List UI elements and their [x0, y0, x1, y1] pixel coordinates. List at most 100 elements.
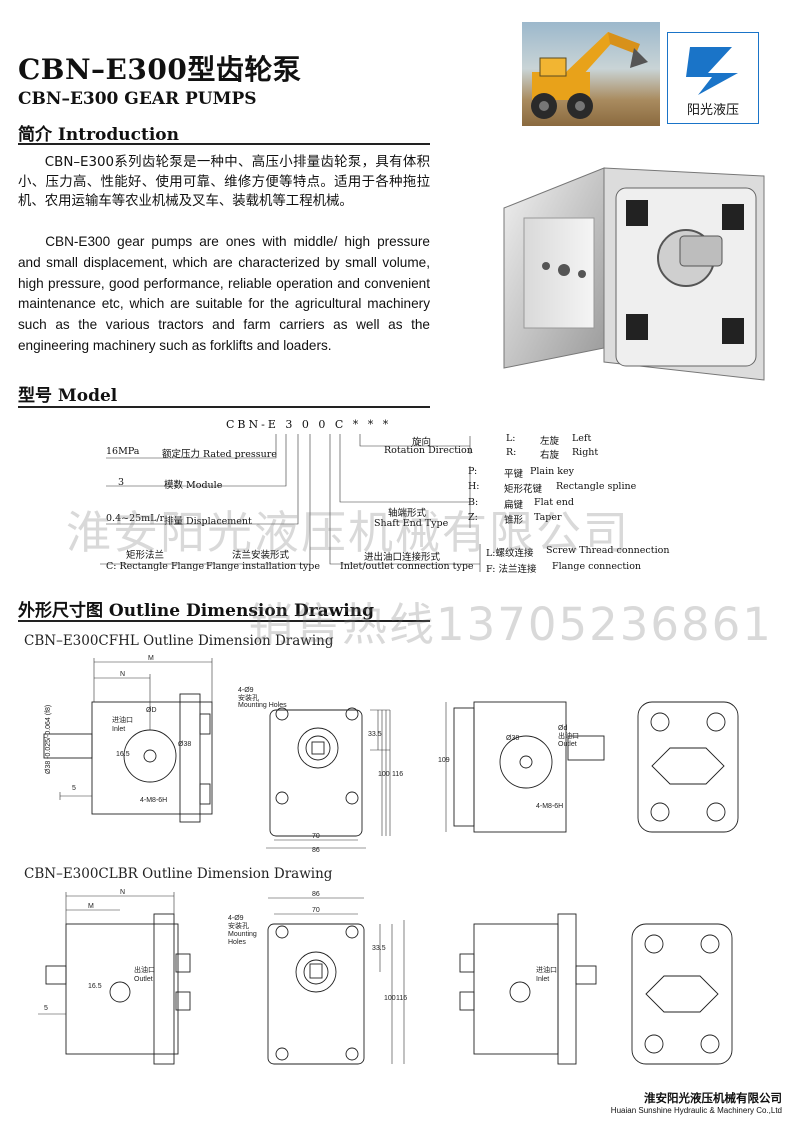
d2-d100: 100: [384, 995, 396, 1002]
port-f: F: 法兰连接: [486, 564, 537, 575]
d1-side-view: [43, 658, 213, 823]
d1-d116: 116: [392, 771, 403, 778]
rated-pressure-label: 额定压力 Rated pressure: [162, 449, 277, 460]
d1-dim165: 16.5: [116, 751, 130, 758]
d1-dim-D: ØD: [146, 707, 157, 714]
intro-rule: [18, 143, 430, 145]
drawing1-title: CBN–E300CFHL Outline Dimension Drawing: [24, 633, 334, 649]
d2-dim-M: M: [88, 903, 94, 910]
footer-company-en: Huaian Sunshine Hydraulic & Machinery Co…: [610, 1106, 782, 1115]
logo-text: 阳光液压: [686, 103, 739, 118]
d1-mount-en: Mounting Holes: [238, 702, 287, 709]
d1-dd: Ød: [558, 725, 567, 732]
d1-shaft-dim: Ø38 -0.025/-0.064 (f8): [45, 705, 52, 774]
d1-d86: 86: [312, 847, 320, 854]
d1-thread-b: 4-M8-6H: [536, 803, 563, 810]
d1-d335: 33.5: [368, 731, 382, 738]
rotation-label-cn: 旋向: [412, 437, 432, 448]
shaft-opt-cn: 平键: [504, 469, 524, 480]
model-code: CBN-E 3 0 0 C * * *: [226, 418, 392, 431]
d2-front-view: [267, 897, 405, 1065]
module-value: 3: [118, 477, 125, 488]
shaft-opt-code: Z:: [468, 512, 478, 523]
shaft-opt-cn: 矩形花键: [504, 484, 543, 495]
port-l: L:螺纹连接: [486, 548, 534, 559]
model-rule: [18, 406, 430, 408]
d1-mount-n: 4-Ø9: [238, 687, 254, 694]
d1-dim-M: M: [148, 655, 154, 662]
d1-d109: 109: [438, 757, 450, 764]
d1-inlet-cn: 进油口: [112, 715, 133, 724]
shaft-label-en: Shaft End Type: [374, 518, 449, 529]
module-label: 模数 Module: [164, 480, 223, 491]
d2-side-view: [38, 892, 191, 1065]
outline-rule: [18, 620, 430, 622]
model-heading: 型号 Model: [18, 386, 118, 406]
d1-dim-N: N: [120, 671, 125, 678]
page-title-en: CBN–E300 GEAR PUMPS: [18, 89, 257, 109]
d2-mount-cn: 安装孔: [228, 921, 249, 930]
d2-mount-n: 4-Ø9: [228, 915, 244, 922]
shaft-opt-code: H:: [468, 481, 480, 492]
shaft-label-cn: 轴端形式: [388, 508, 427, 519]
page-title-cn: CBN–E300型齿轮泵: [18, 53, 302, 86]
rotation-r-code: R:: [506, 447, 517, 458]
shaft-opt-cn: 锥形: [504, 515, 524, 526]
shaft-opt-en: Taper: [534, 512, 562, 523]
d1-rear-view: [637, 701, 739, 833]
flange-label-en: C: Rectangle Flange: [106, 561, 205, 572]
rated-pressure-value: 16MPa: [106, 446, 140, 457]
drawing2-title: CBN–E300CLBR Outline Dimension Drawing: [24, 866, 333, 882]
d2-side-view-2: [459, 913, 597, 1065]
d1-dim5: 5: [72, 785, 76, 792]
shaft-opt-en: Rectangle spline: [556, 481, 637, 492]
d1-outlet: Outlet: [558, 741, 577, 748]
drawing1-svg: M N ØD 进油口 Inlet Ø38 16.5 5 4-M8-6H Ø38 …: [43, 655, 739, 854]
port-label-en: Inlet/outlet connection type: [340, 561, 474, 572]
d2-rear-view: [631, 923, 733, 1065]
d2-d335: 33.5: [372, 945, 386, 952]
drawing2-svg: N M 出油口 Outlet 16.5 5 86 70 4-Ø9 安装孔 Mou…: [38, 889, 733, 1065]
intro-heading: 简介 Introduction: [18, 125, 179, 145]
d2-inlet-cn: 进油口: [536, 965, 557, 974]
d2-d86: 86: [312, 891, 320, 898]
d2-dim5: 5: [44, 1005, 48, 1012]
rotation-r-en: Right: [572, 447, 599, 458]
d2-dim-N: N: [120, 889, 125, 896]
displacement-label: 排量 Displacement: [164, 516, 252, 527]
flange-label-cn: 矩形法兰: [126, 550, 165, 561]
intro-text-en: CBN-E300 gear pumps are ones with middle…: [18, 234, 430, 353]
shaft-opt-code: B:: [468, 497, 479, 508]
port-f-en: Flange connection: [552, 561, 642, 572]
flange-inst-en: Flange installation type: [206, 561, 320, 572]
excavator-photo: [522, 22, 660, 126]
rotation-l-cn: 左旋: [540, 436, 560, 447]
d1-d100: 100: [378, 771, 390, 778]
intro-text-cn: CBN–E300系列齿轮泵是一种中、高压小排量齿轮泵，具有体积小、压力高、性能好…: [18, 155, 430, 209]
pump-photo: [484, 148, 780, 386]
d1-inlet: Inlet: [112, 726, 125, 733]
d2-d70: 70: [312, 907, 320, 914]
port-l-en: Screw Thread connection: [546, 545, 670, 556]
d1-side-view-2: [445, 701, 605, 833]
model-tree-lines: [100, 434, 481, 572]
watermark-company: 淮安阳光液压机械有限公司: [66, 506, 631, 559]
d1-front-view: [266, 707, 391, 849]
port-label-cn: 进出油口连接形式: [364, 552, 441, 563]
d1-mount-cn: 安装孔: [238, 693, 259, 702]
d1-dia38-b: Ø38: [506, 735, 519, 742]
d2-outlet-cn: 出油口: [134, 965, 155, 974]
d2-mount-en2: Holes: [228, 939, 246, 946]
flange-inst-cn: 法兰安装形式: [232, 550, 290, 561]
d2-inlet: Inlet: [536, 976, 549, 983]
rotation-label-en: Rotation Direction: [384, 445, 473, 456]
displacement-value: 0.4~25mL/r: [106, 513, 165, 524]
shaft-opt-cn: 扁键: [504, 500, 524, 511]
rotation-r-cn: 右旋: [540, 450, 560, 461]
shaft-opt-en: Plain key: [530, 466, 575, 477]
d1-dia38: Ø38: [178, 741, 191, 748]
d2-outlet: Outlet: [134, 976, 153, 983]
outline-heading: 外形尺寸图 Outline Dimension Drawing: [18, 601, 375, 621]
d1-outlet-cn: 出油口: [558, 731, 579, 740]
rotation-l-en: Left: [572, 433, 592, 444]
